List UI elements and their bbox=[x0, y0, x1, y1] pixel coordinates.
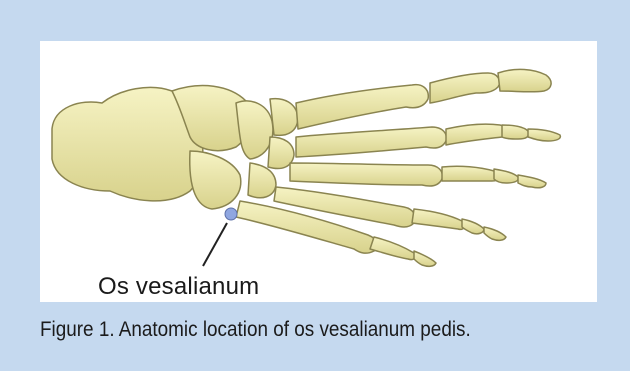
proximal-phalanx bbox=[370, 237, 416, 260]
figure-image-frame: Os vesalianum bbox=[40, 41, 597, 302]
figure-caption: Figure 1. Anatomic location of os vesali… bbox=[40, 318, 471, 342]
distal-phalanx bbox=[528, 129, 560, 141]
cuneiform-bone bbox=[270, 99, 298, 136]
callout-leader-line bbox=[203, 223, 227, 266]
middle-phalanx bbox=[494, 169, 518, 183]
proximal-phalanx bbox=[412, 209, 465, 229]
foot-skeleton-illustration bbox=[40, 41, 597, 302]
metatarsal-1 bbox=[296, 85, 428, 129]
middle-phalanx bbox=[502, 125, 529, 139]
metatarsal-2 bbox=[296, 127, 446, 157]
metatarsal-3 bbox=[290, 163, 442, 186]
distal-phalanx bbox=[498, 69, 551, 92]
distal-phalanx bbox=[484, 227, 506, 240]
proximal-phalanx bbox=[446, 124, 506, 145]
navicular-bone bbox=[236, 101, 273, 159]
os-vesalianum-ossicle bbox=[225, 208, 237, 220]
distal-phalanx bbox=[414, 251, 436, 266]
callout-label: Os vesalianum bbox=[98, 273, 259, 301]
middle-phalanx bbox=[462, 219, 484, 234]
distal-phalanx bbox=[518, 175, 546, 188]
proximal-phalanx bbox=[430, 73, 500, 103]
proximal-phalanx bbox=[442, 166, 499, 181]
cuboid-bone bbox=[190, 151, 241, 209]
